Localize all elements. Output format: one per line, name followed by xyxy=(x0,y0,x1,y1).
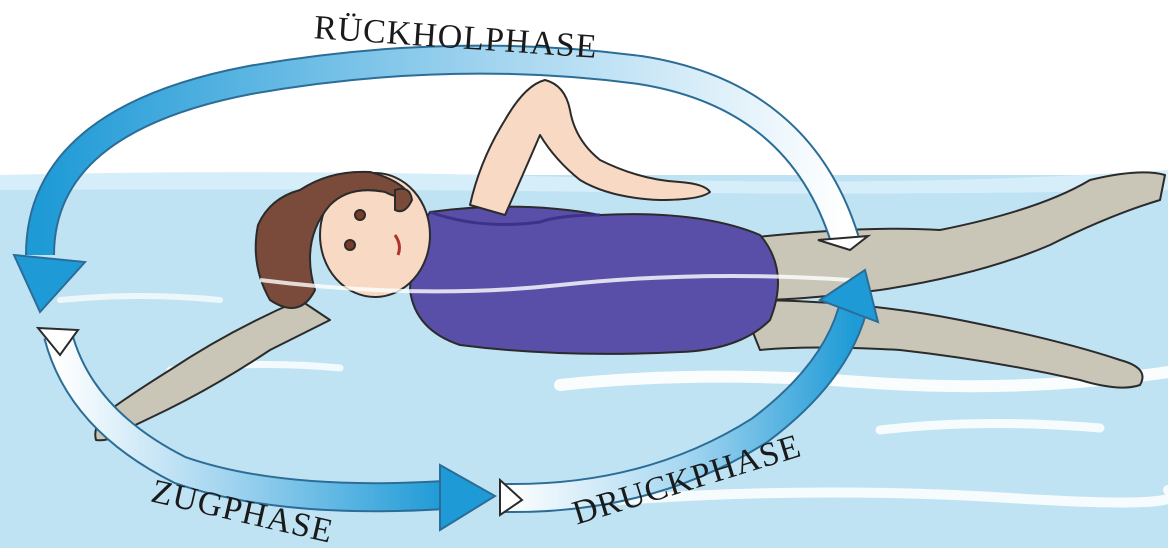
swimmer-eye xyxy=(355,210,365,220)
swimmer-eye xyxy=(345,240,355,250)
